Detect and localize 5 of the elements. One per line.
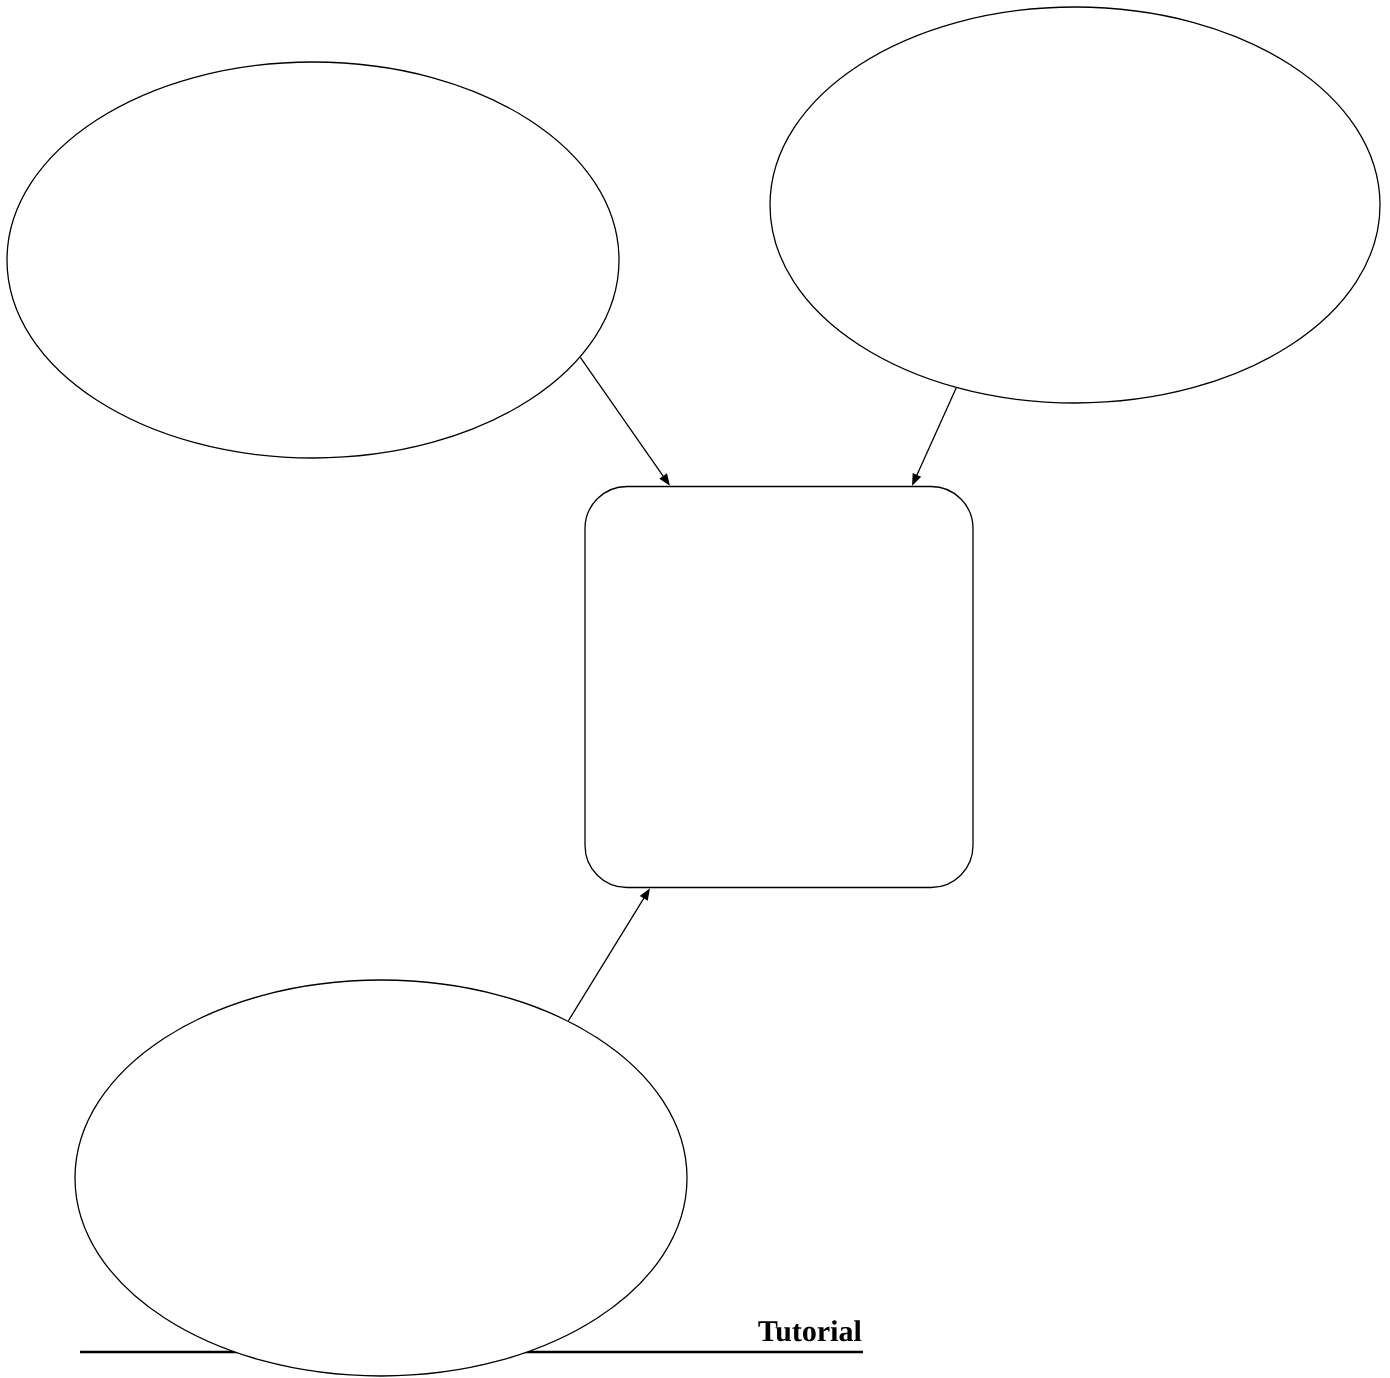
ellipse [6,61,620,459]
ellipse [74,979,688,1377]
title: Tutorial [758,1320,862,1342]
rounded-box [584,485,974,889]
ellipse [769,6,1381,404]
